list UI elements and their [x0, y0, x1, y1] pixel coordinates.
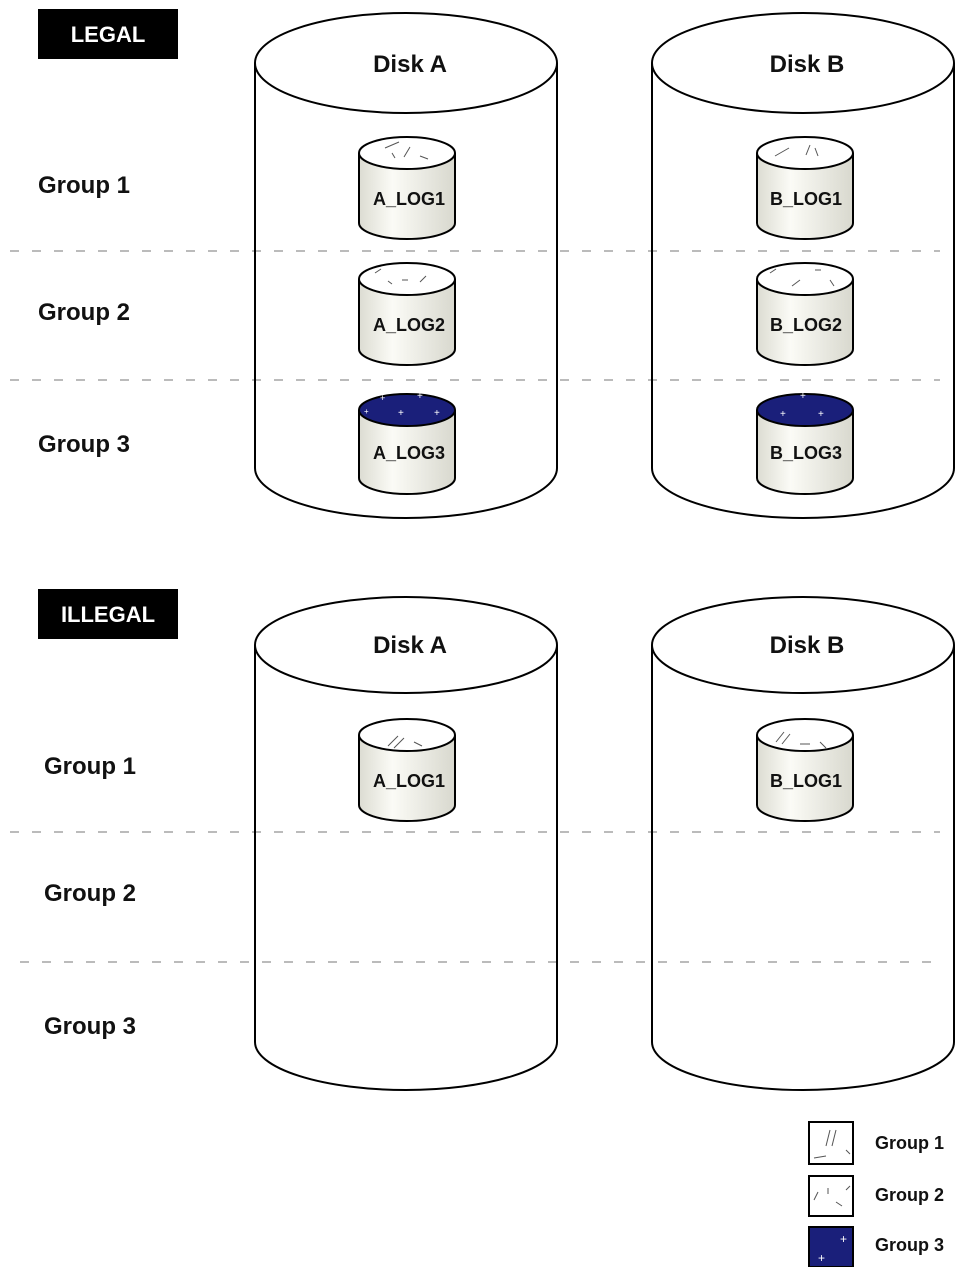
disk-b-label: Disk B: [770, 632, 845, 659]
log-label: A_LOG1: [373, 771, 445, 791]
log-label: A_LOG3: [373, 443, 445, 463]
group-1-label: Group 1: [38, 172, 130, 199]
log-file-a-log3: + + + + + A_LOG3: [358, 391, 456, 495]
log-file-b-log1: B_LOG1: [756, 136, 854, 240]
group-1-swatch-icon: [808, 1121, 854, 1165]
log-file-b-log3: + + + B_LOG3: [756, 391, 854, 495]
svg-text:+: +: [417, 391, 423, 402]
log-file-b-log2: B_LOG2: [756, 262, 854, 366]
legend-label: Group 1: [875, 1133, 944, 1153]
disk-b: Disk B: [651, 12, 955, 519]
group-3-plus-icon: +: [800, 391, 806, 402]
log-label: B_LOG3: [770, 443, 842, 463]
legend-item-group-2: Group 2: [808, 1175, 944, 1217]
svg-text:+: +: [840, 1232, 847, 1246]
disk-b-label: Disk B: [770, 51, 845, 78]
group-1-hatch-icon: [387, 735, 423, 749]
log-file-a-log2: A_LOG2: [358, 262, 456, 366]
illegal-tag-box: [38, 589, 178, 639]
illegal-panel: ILLEGAL Disk A Disk B Group 1 Group 2 Gr…: [10, 589, 955, 1091]
group-2-label: Group 2: [38, 299, 130, 326]
group-2-label: Group 2: [44, 880, 136, 907]
disk-a: Disk A: [254, 596, 558, 1091]
log-label: B_LOG2: [770, 315, 842, 335]
group-3-label: Group 3: [38, 431, 130, 458]
legend-label: Group 2: [875, 1185, 944, 1205]
log-file-a-log1: A_LOG1: [358, 136, 456, 240]
legal-tag: LEGAL: [71, 22, 146, 47]
group-1-label: Group 1: [44, 753, 136, 780]
legal-panel: LEGAL Disk A Disk B Group 1 Group 2 Grou…: [10, 9, 955, 519]
group-3-label: Group 3: [44, 1013, 136, 1040]
group-3-swatch-icon: [808, 1226, 854, 1267]
legend-item-group-1: Group 1: [808, 1121, 944, 1165]
group-1-hatch-icon: [775, 731, 827, 749]
svg-text:+: +: [364, 407, 369, 416]
legal-tag-box: [38, 9, 178, 59]
disk-a-label: Disk A: [373, 51, 447, 78]
svg-text:+: +: [818, 1251, 825, 1265]
svg-text:+: +: [780, 409, 786, 420]
svg-text:+: +: [818, 409, 824, 420]
log-label: A_LOG2: [373, 315, 445, 335]
log-label: A_LOG1: [373, 189, 445, 209]
svg-text:+: +: [434, 408, 440, 419]
disk-a-label: Disk A: [373, 632, 447, 659]
group-1-hatch-icon: [384, 141, 429, 160]
disk-a: Disk A: [254, 12, 558, 519]
legend: Group 1 Group 2 + + Group 3: [808, 1121, 944, 1267]
legend-label: Group 3: [875, 1235, 944, 1255]
illegal-tag: ILLEGAL: [61, 602, 155, 627]
legend-item-group-3: + + Group 3: [808, 1226, 944, 1267]
log-label: B_LOG1: [770, 771, 842, 791]
log-file-b-log1: B_LOG1: [756, 718, 854, 822]
disk-b: Disk B: [651, 596, 955, 1091]
group-2-hatch-icon: [769, 268, 835, 287]
group-2-hatch-icon: [374, 268, 427, 285]
log-label: B_LOG1: [770, 189, 842, 209]
group-3-plus-icon: +: [380, 393, 385, 403]
group-1-hatch-icon: [774, 144, 819, 157]
svg-text:+: +: [398, 408, 404, 419]
log-file-a-log1: A_LOG1: [358, 718, 456, 822]
